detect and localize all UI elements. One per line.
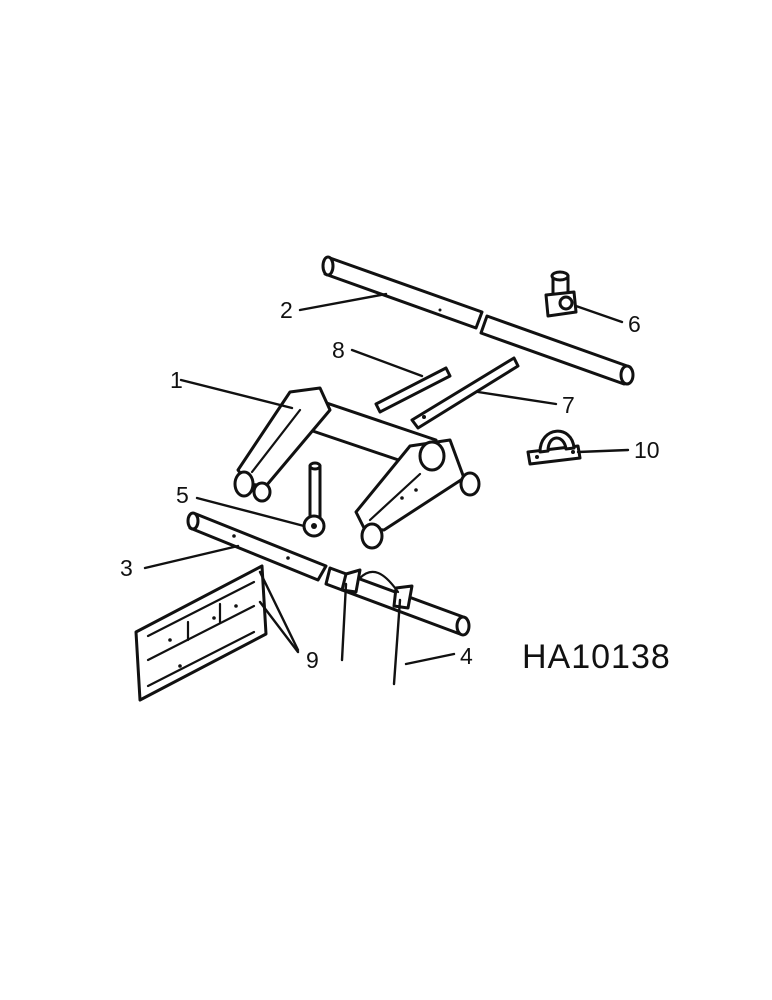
callout-9: 9: [306, 647, 319, 673]
callout-4: 4: [460, 643, 473, 669]
part-5-pin-with-eye: [302, 461, 326, 538]
part-9-mounting-plates: [134, 564, 268, 702]
callout-7: 7: [562, 392, 575, 418]
drawing-id: HA10138: [522, 638, 671, 676]
part-2-long-tube: [321, 255, 635, 386]
callout-8: 8: [332, 337, 345, 363]
part-4-right-shaft: [324, 566, 471, 686]
callout-2: 2: [280, 297, 293, 323]
part-10-saddle-clamp: [526, 429, 582, 466]
part-1-cross-frame: [233, 386, 481, 550]
leader-lines: [143, 292, 630, 666]
part-6-clamp-block: [544, 270, 578, 318]
callout-3: 3: [120, 555, 133, 581]
part-8-short-flat-bar: [374, 366, 452, 414]
part-7-long-flat-bar: [410, 356, 520, 430]
callout-1: 1: [170, 367, 183, 393]
callout-6: 6: [628, 311, 641, 337]
part-3-left-shaft: [186, 511, 328, 582]
callout-10: 10: [634, 437, 660, 463]
callout-5: 5: [176, 482, 189, 508]
